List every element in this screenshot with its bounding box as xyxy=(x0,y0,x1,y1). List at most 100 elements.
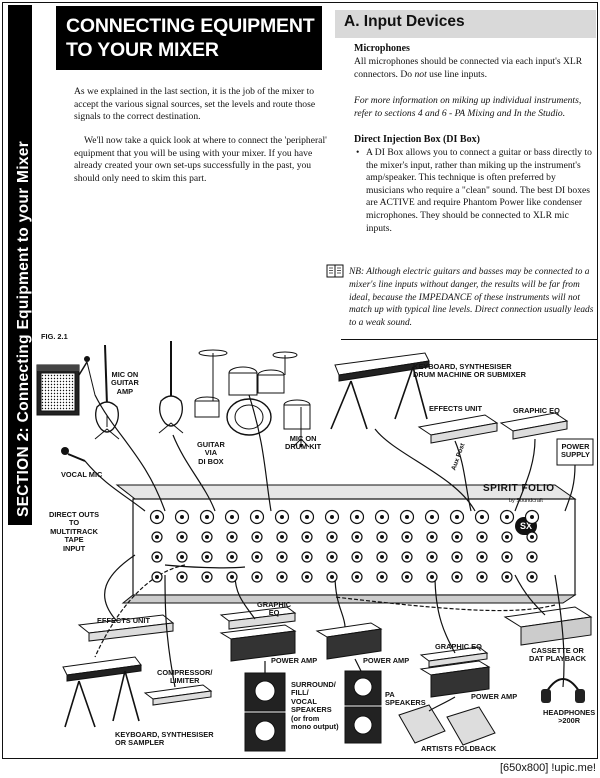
label-compressor: COMPRESSOR/ LIMITER xyxy=(157,668,213,686)
microphones-text-part-1: All microphones should be connected via … xyxy=(354,56,583,80)
nb-rule xyxy=(341,339,597,340)
power-amp-3-icon xyxy=(419,660,491,698)
pa-speakers-icon xyxy=(344,670,382,744)
label-mic-on-guitar-amp: MIC ON GUITAR AMP xyxy=(111,370,139,396)
mixer-socket-center xyxy=(405,515,409,519)
mixer-socket-center xyxy=(330,575,334,579)
mixer-socket-center xyxy=(230,555,234,559)
label-keyboard-top: KEYBOARD, SYNTHESISER DRUM MACHINE OR SU… xyxy=(413,362,526,380)
mixer-socket-center xyxy=(230,575,234,579)
mixer-socket-center xyxy=(305,535,309,539)
intro-paragraph-2: We'll now take a quick look at where to … xyxy=(74,135,327,184)
compressor-icon xyxy=(143,684,213,706)
label-vocal-mic: VOCAL MIC xyxy=(61,470,103,479)
mixer-socket-center xyxy=(530,555,534,559)
di-box-heading: Direct Injection Box (DI Box) xyxy=(354,134,480,145)
mixer-socket-center xyxy=(255,555,259,559)
page-title-line-2: TO YOUR MIXER xyxy=(66,39,219,61)
mixer-socket-center xyxy=(405,555,409,559)
mixer-socket-center xyxy=(380,535,384,539)
graphic-eq-mid-icon xyxy=(219,606,297,630)
mixer-socket-center xyxy=(480,535,484,539)
mixer-socket-center xyxy=(180,575,184,579)
mixer-brand-sub: by Soundcraft xyxy=(509,498,543,504)
section-heading-bar: A. Input Devices xyxy=(335,10,596,38)
mixer-socket-center xyxy=(505,515,509,519)
mixer-socket-center xyxy=(155,555,159,559)
vocal-mic-icon xyxy=(61,447,86,462)
mixer-brand-logo: SPIRIT FOLIO xyxy=(483,483,555,494)
mixer-socket-center xyxy=(430,535,434,539)
label-surround-speakers: SURROUND/ FILL/ VOCAL SPEAKERS (or from … xyxy=(291,680,339,732)
mixer-socket-center xyxy=(230,515,234,519)
mixer-socket-center xyxy=(480,515,484,519)
figure-label: FIG. 2.1 xyxy=(41,332,68,341)
intro-paragraph-1: As we explained in the last section, it … xyxy=(74,86,316,123)
mixer-socket-center xyxy=(205,555,209,559)
mixer-socket-center xyxy=(430,555,434,559)
label-headphones: HEADPHONES >200R xyxy=(543,708,596,726)
page-title-box: CONNECTING EQUIPMENT TO YOUR MIXER xyxy=(56,6,322,70)
mixer-socket-center xyxy=(405,575,409,579)
label-mic-on-drum-kit: MIC ON DRUM KIT xyxy=(285,434,322,452)
label-direct-outs: DIRECT OUTS TO MULTITRACK TAPE INPUT xyxy=(49,510,100,553)
mixer-socket-center xyxy=(255,535,259,539)
microphones-text: All microphones should be connected via … xyxy=(354,56,596,81)
label-power-amp-3: POWER AMP xyxy=(471,692,518,701)
mixer-socket-center xyxy=(505,535,509,539)
mixer-socket-center xyxy=(355,535,359,539)
mixer-socket-center xyxy=(155,535,159,539)
note-book-icon xyxy=(326,264,344,278)
mixer-socket-center xyxy=(155,575,159,579)
mixer-socket-center xyxy=(380,575,384,579)
mixer-socket-center xyxy=(330,515,334,519)
microphones-text-emphasis: not xyxy=(414,68,427,80)
mixer-socket-center xyxy=(505,555,509,559)
footer-watermark: [650x800] !upic.me! xyxy=(499,762,596,774)
mixer-socket-center xyxy=(330,535,334,539)
label-graphic-eq-right: GRAPHIC EQ xyxy=(435,642,482,651)
keyboard-bottom-icon xyxy=(62,656,142,728)
mixer-socket-center xyxy=(255,515,259,519)
power-amp-2-icon xyxy=(315,622,383,660)
label-power-amp-2: POWER AMP xyxy=(363,656,410,665)
mixer-socket-center xyxy=(355,575,359,579)
mixer-socket-center xyxy=(355,555,359,559)
microphones-heading: Microphones xyxy=(354,43,410,54)
mixer-socket-center xyxy=(305,555,309,559)
guitar-amp-icon xyxy=(36,356,96,416)
label-pa-speakers: PA SPEAKERS xyxy=(385,690,426,708)
graphic-eq-top-icon xyxy=(499,412,569,440)
mixer-socket-center xyxy=(455,515,459,519)
section-heading: A. Input Devices xyxy=(344,13,465,30)
graphic-eq-right-icon xyxy=(419,646,489,668)
mixer-socket-center xyxy=(280,535,284,539)
mixer-socket-center xyxy=(305,575,309,579)
label-effects-unit-top: EFFECTS UNIT xyxy=(429,404,482,413)
mixer-socket-center xyxy=(530,535,534,539)
page-title-line-1: CONNECTING EQUIPMENT xyxy=(66,15,315,37)
mixer-socket-center xyxy=(330,555,334,559)
mixer-socket-center xyxy=(180,535,184,539)
section-sidebar xyxy=(8,5,32,525)
mixer-socket-center xyxy=(455,575,459,579)
mixer-socket-center xyxy=(380,515,384,519)
cassette-deck-icon xyxy=(503,606,593,646)
mixer-socket-center xyxy=(305,515,309,519)
mixer-socket-center xyxy=(380,555,384,559)
drum-kit-icon xyxy=(194,349,311,448)
mixer-socket-center xyxy=(205,575,209,579)
mixer-socket-center xyxy=(355,515,359,519)
mixer-socket-center xyxy=(280,555,284,559)
keyboard-top-icon xyxy=(330,352,430,430)
mixer-socket-center xyxy=(480,555,484,559)
mixer-socket-center xyxy=(455,535,459,539)
mixer-socket-center xyxy=(430,575,434,579)
label-graphic-eq-top: GRAPHIC EQ xyxy=(513,406,560,415)
mixer-socket-center xyxy=(405,535,409,539)
surround-speakers-icon xyxy=(244,672,286,752)
mixer-socket-center xyxy=(530,575,534,579)
guitar-icon-2 xyxy=(158,341,184,434)
power-amp-1-icon xyxy=(219,624,297,662)
mixer-socket-center xyxy=(430,515,434,519)
